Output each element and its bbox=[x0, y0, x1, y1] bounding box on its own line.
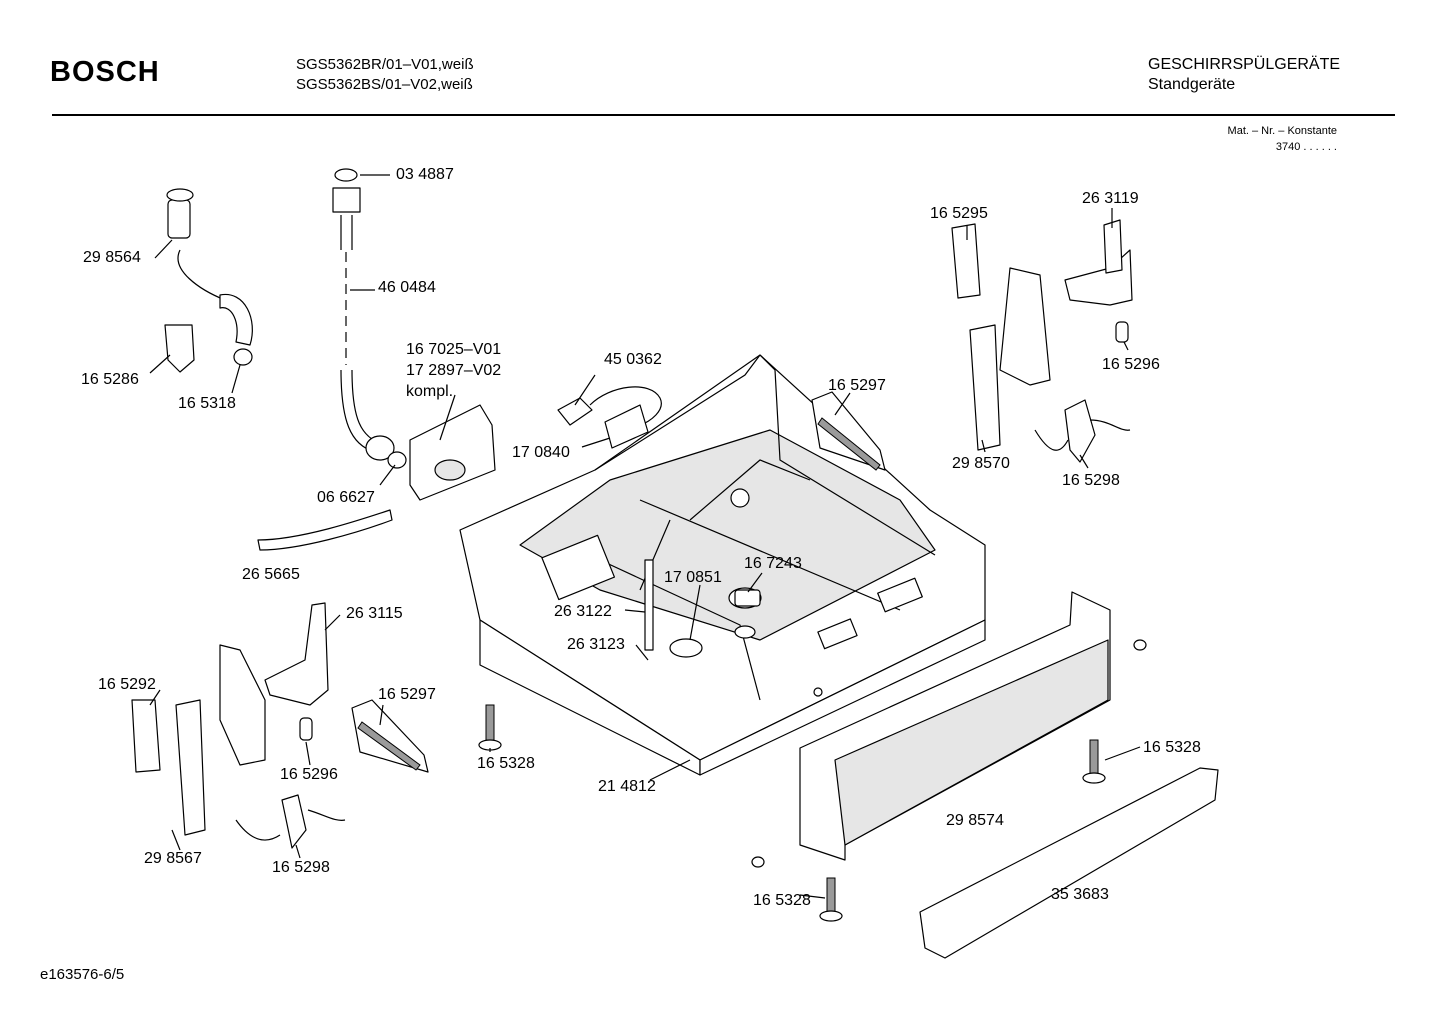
screws bbox=[478, 639, 1147, 922]
hose-assembly bbox=[164, 168, 496, 551]
part-label: 29 8567 bbox=[144, 850, 202, 867]
brand-logo: BOSCH bbox=[50, 56, 160, 88]
right-bracket-group bbox=[811, 219, 1133, 471]
part-label: 16 5286 bbox=[81, 371, 139, 388]
part-label: 29 8574 bbox=[946, 812, 1004, 829]
part-label: 16 5296 bbox=[1102, 356, 1160, 373]
part-label: 26 3119 bbox=[1082, 190, 1139, 207]
part-label: 16 5328 bbox=[1143, 739, 1201, 756]
part-label: 29 8570 bbox=[952, 455, 1010, 472]
part-label: 21 4812 bbox=[598, 778, 656, 795]
mat-nr-label: Mat. – Nr. – Konstante bbox=[1227, 125, 1337, 137]
small-parts-center bbox=[557, 386, 761, 607]
part-label: 16 7243 bbox=[744, 555, 802, 572]
part-label: 16 5328 bbox=[753, 892, 811, 909]
part-label: 26 3122 bbox=[554, 603, 612, 620]
part-label: 29 8564 bbox=[83, 249, 141, 266]
part-label: 16 7025–V01 bbox=[406, 341, 502, 358]
part-label: 17 0840 bbox=[512, 444, 570, 461]
model-line-2: SGS5362BS/01–V02,weiß bbox=[296, 76, 473, 93]
part-label: kompl. bbox=[406, 383, 454, 400]
part-label: 16 5295 bbox=[930, 205, 988, 222]
part-label: 16 5297 bbox=[828, 377, 886, 394]
part-label: 26 5665 bbox=[242, 566, 300, 583]
part-label: 16 5298 bbox=[272, 859, 330, 876]
part-label: 16 5292 bbox=[98, 676, 156, 693]
part-label: 16 5328 bbox=[477, 755, 535, 772]
category-line-1: GESCHIRRSPÜLGERÄTE bbox=[1148, 56, 1341, 73]
model-line-1: SGS5362BR/01–V01,weiß bbox=[296, 56, 474, 73]
part-label: 35 3683 bbox=[1051, 886, 1109, 903]
part-label: 45 0362 bbox=[604, 351, 662, 368]
category-line-2: Standgeräte bbox=[1148, 76, 1236, 93]
part-label: 46 0484 bbox=[378, 279, 436, 296]
part-label: 03 4887 bbox=[396, 166, 454, 183]
part-label: 26 3115 bbox=[346, 605, 403, 622]
part-label: 16 5318 bbox=[178, 395, 236, 412]
part-label: 26 3123 bbox=[567, 636, 625, 653]
part-label: 16 5297 bbox=[378, 686, 436, 703]
leader-lines bbox=[149, 174, 1141, 899]
header-divider bbox=[52, 114, 1395, 116]
part-label: 17 0851 bbox=[664, 569, 722, 586]
part-label: 16 5298 bbox=[1062, 472, 1120, 489]
left-bracket-group bbox=[131, 602, 429, 849]
plinth-panels bbox=[799, 591, 1219, 959]
part-label: 17 2897–V02 bbox=[406, 362, 502, 379]
part-label: 06 6627 bbox=[317, 489, 375, 506]
part-label: 16 5296 bbox=[280, 766, 338, 783]
drawing-id: e163576-6/5 bbox=[40, 966, 125, 983]
mat-nr-value: 3740 . . . . . . bbox=[1275, 141, 1337, 153]
